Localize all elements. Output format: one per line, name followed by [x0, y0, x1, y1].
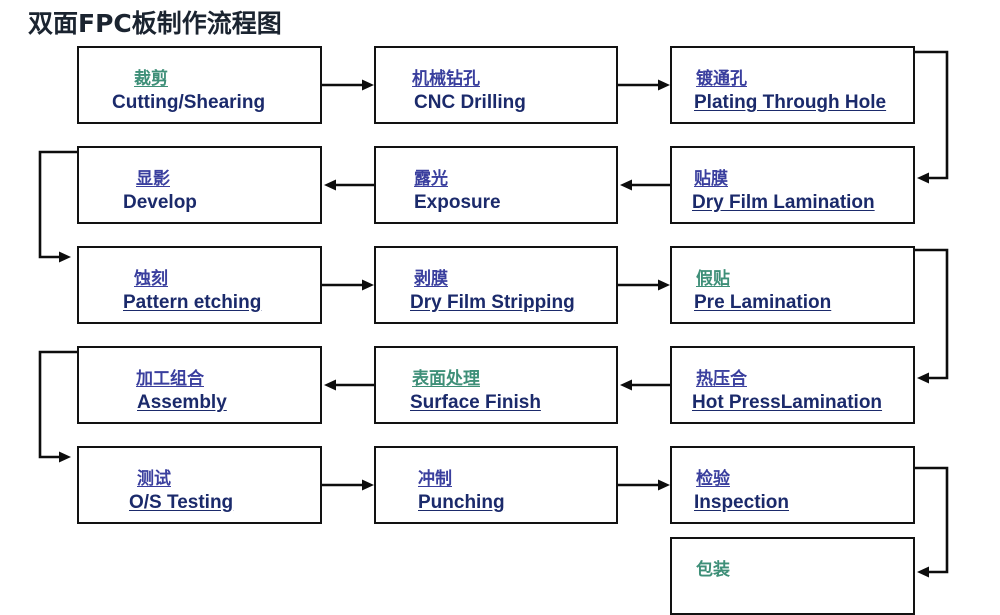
node-n13-chinese-label: 测试 — [137, 469, 171, 489]
node-n8-english-label: Dry Film Stripping — [410, 292, 575, 313]
node-n14[interactable]: 冲制 Punching — [374, 446, 618, 524]
edge-n7-n8 — [322, 279, 374, 291]
edge-n10-n13 — [38, 350, 77, 463]
node-n15[interactable]: 检验 Inspection — [670, 446, 915, 524]
node-n13-english-label: O/S Testing — [129, 492, 234, 513]
node-n10[interactable]: 加工组合 Assembly — [77, 346, 322, 424]
node-n8[interactable]: 剥膜 Dry Film Stripping — [374, 246, 618, 324]
edge-n2-n3 — [618, 79, 670, 91]
node-n9-english-label: Pre Lamination — [694, 292, 832, 313]
node-n13[interactable]: 测试 O/S Testing — [77, 446, 322, 524]
node-n4[interactable]: 显影 Develop — [77, 146, 322, 224]
node-n3[interactable]: 镀通孔 Plating Through Hole — [670, 46, 915, 124]
edge-n14-n15 — [618, 479, 670, 491]
node-n14-english-label: Punching — [418, 492, 505, 513]
node-n11-english-label: Surface Finish — [410, 392, 541, 413]
node-n15-english-label: Inspection — [694, 492, 790, 513]
node-n11-chinese-label: 表面处理 — [412, 369, 480, 389]
node-n5[interactable]: 露光 Exposure — [374, 146, 618, 224]
node-n8-chinese-label: 剥膜 — [414, 269, 448, 289]
edge-n5-n4 — [324, 179, 374, 191]
node-n6-chinese-label: 贴膜 — [694, 169, 728, 189]
node-n7[interactable]: 蚀刻 Pattern etching — [77, 246, 322, 324]
node-n10-english-label: Assembly — [137, 392, 227, 413]
edge-n3-n6 — [915, 50, 949, 184]
node-n11[interactable]: 表面处理 Surface Finish — [374, 346, 618, 424]
node-n9-chinese-label: 假贴 — [696, 269, 730, 289]
node-n12-english-label: Hot PressLamination — [692, 392, 883, 413]
edge-n1-n2 — [322, 79, 374, 91]
page-title: 双面FPC板制作流程图 — [28, 9, 282, 38]
node-n4-chinese-label: 显影 — [136, 169, 170, 189]
edge-n12-n11 — [620, 379, 670, 391]
edge-n6-n5 — [620, 179, 670, 191]
node-n2-english-label: CNC Drilling — [414, 92, 526, 113]
edge-n15-n16 — [915, 466, 949, 578]
node-n12-chinese-label: 热压合 — [696, 369, 747, 389]
node-n16[interactable]: 包装 — [670, 537, 915, 615]
node-n7-english-label: Pattern etching — [123, 292, 262, 313]
edge-n8-n9 — [618, 279, 670, 291]
edge-n13-n14 — [322, 479, 374, 491]
edge-n4-n7 — [38, 150, 77, 263]
node-n6[interactable]: 贴膜 Dry Film Lamination — [670, 146, 915, 224]
node-n15-chinese-label: 检验 — [696, 469, 730, 489]
node-n4-english-label: Develop — [123, 192, 197, 213]
node-n7-chinese-label: 蚀刻 — [134, 269, 168, 289]
node-n2[interactable]: 机械钻孔 CNC Drilling — [374, 46, 618, 124]
node-n5-english-label: Exposure — [414, 192, 501, 213]
node-n16-chinese-label: 包装 — [696, 560, 730, 580]
edge-n9-n12 — [915, 248, 949, 384]
node-n12[interactable]: 热压合 Hot PressLamination — [670, 346, 915, 424]
node-n5-chinese-label: 露光 — [414, 169, 448, 189]
node-n3-chinese-label: 镀通孔 — [696, 69, 747, 89]
node-n1-chinese-label: 裁剪 — [134, 69, 168, 89]
node-n9[interactable]: 假贴 Pre Lamination — [670, 246, 915, 324]
node-n10-chinese-label: 加工组合 — [136, 369, 204, 389]
node-n1-english-label: Cutting/Shearing — [112, 92, 266, 113]
node-n3-english-label: Plating Through Hole — [694, 92, 887, 113]
node-n2-chinese-label: 机械钻孔 — [412, 69, 480, 89]
node-n1[interactable]: 裁剪 Cutting/Shearing — [77, 46, 322, 124]
edge-n11-n10 — [324, 379, 374, 391]
node-n14-chinese-label: 冲制 — [418, 469, 452, 489]
node-n6-english-label: Dry Film Lamination — [692, 192, 875, 213]
flowchart-canvas: 双面FPC板制作流程图 — [28, 9, 949, 615]
